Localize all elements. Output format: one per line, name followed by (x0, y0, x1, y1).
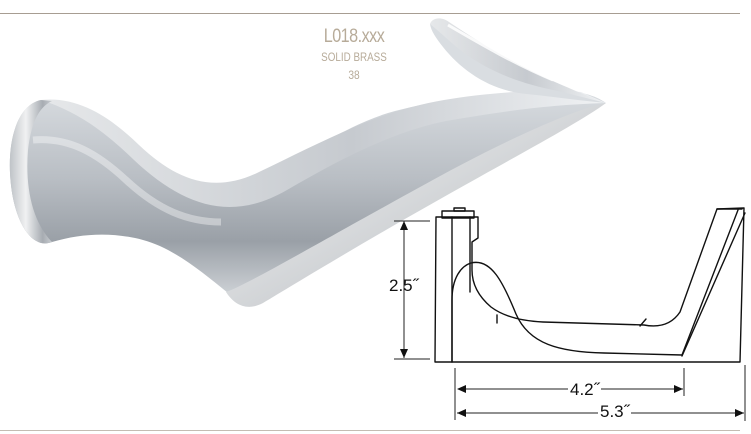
lever-ridge-2 (639, 318, 647, 327)
product-material: SOLID BRASS (321, 50, 387, 64)
short-arrow-right (674, 385, 683, 393)
long-arrow-right (735, 409, 744, 417)
height-arrow-top (400, 221, 408, 230)
inner-length-dimension-label: 4.2˝ (568, 380, 602, 399)
lever-outline (434, 207, 745, 363)
height-arrow-bottom (400, 349, 408, 358)
product-code: L018.xxx (323, 26, 385, 47)
top-divider (0, 13, 740, 14)
long-arrow-left (457, 409, 466, 417)
height-dimension-label: 2.5˝ (389, 276, 419, 295)
lever-inner-outline (451, 209, 739, 363)
product-label: L018.xxx SOLID BRASS 38 (300, 27, 408, 81)
product-number: 38 (348, 68, 360, 82)
spindle-stem (453, 207, 466, 212)
short-arrow-left (457, 385, 466, 393)
bottom-divider (0, 430, 740, 431)
overall-length-dimension-label: 5.3˝ (598, 402, 632, 421)
lever-angle-line (681, 212, 746, 357)
